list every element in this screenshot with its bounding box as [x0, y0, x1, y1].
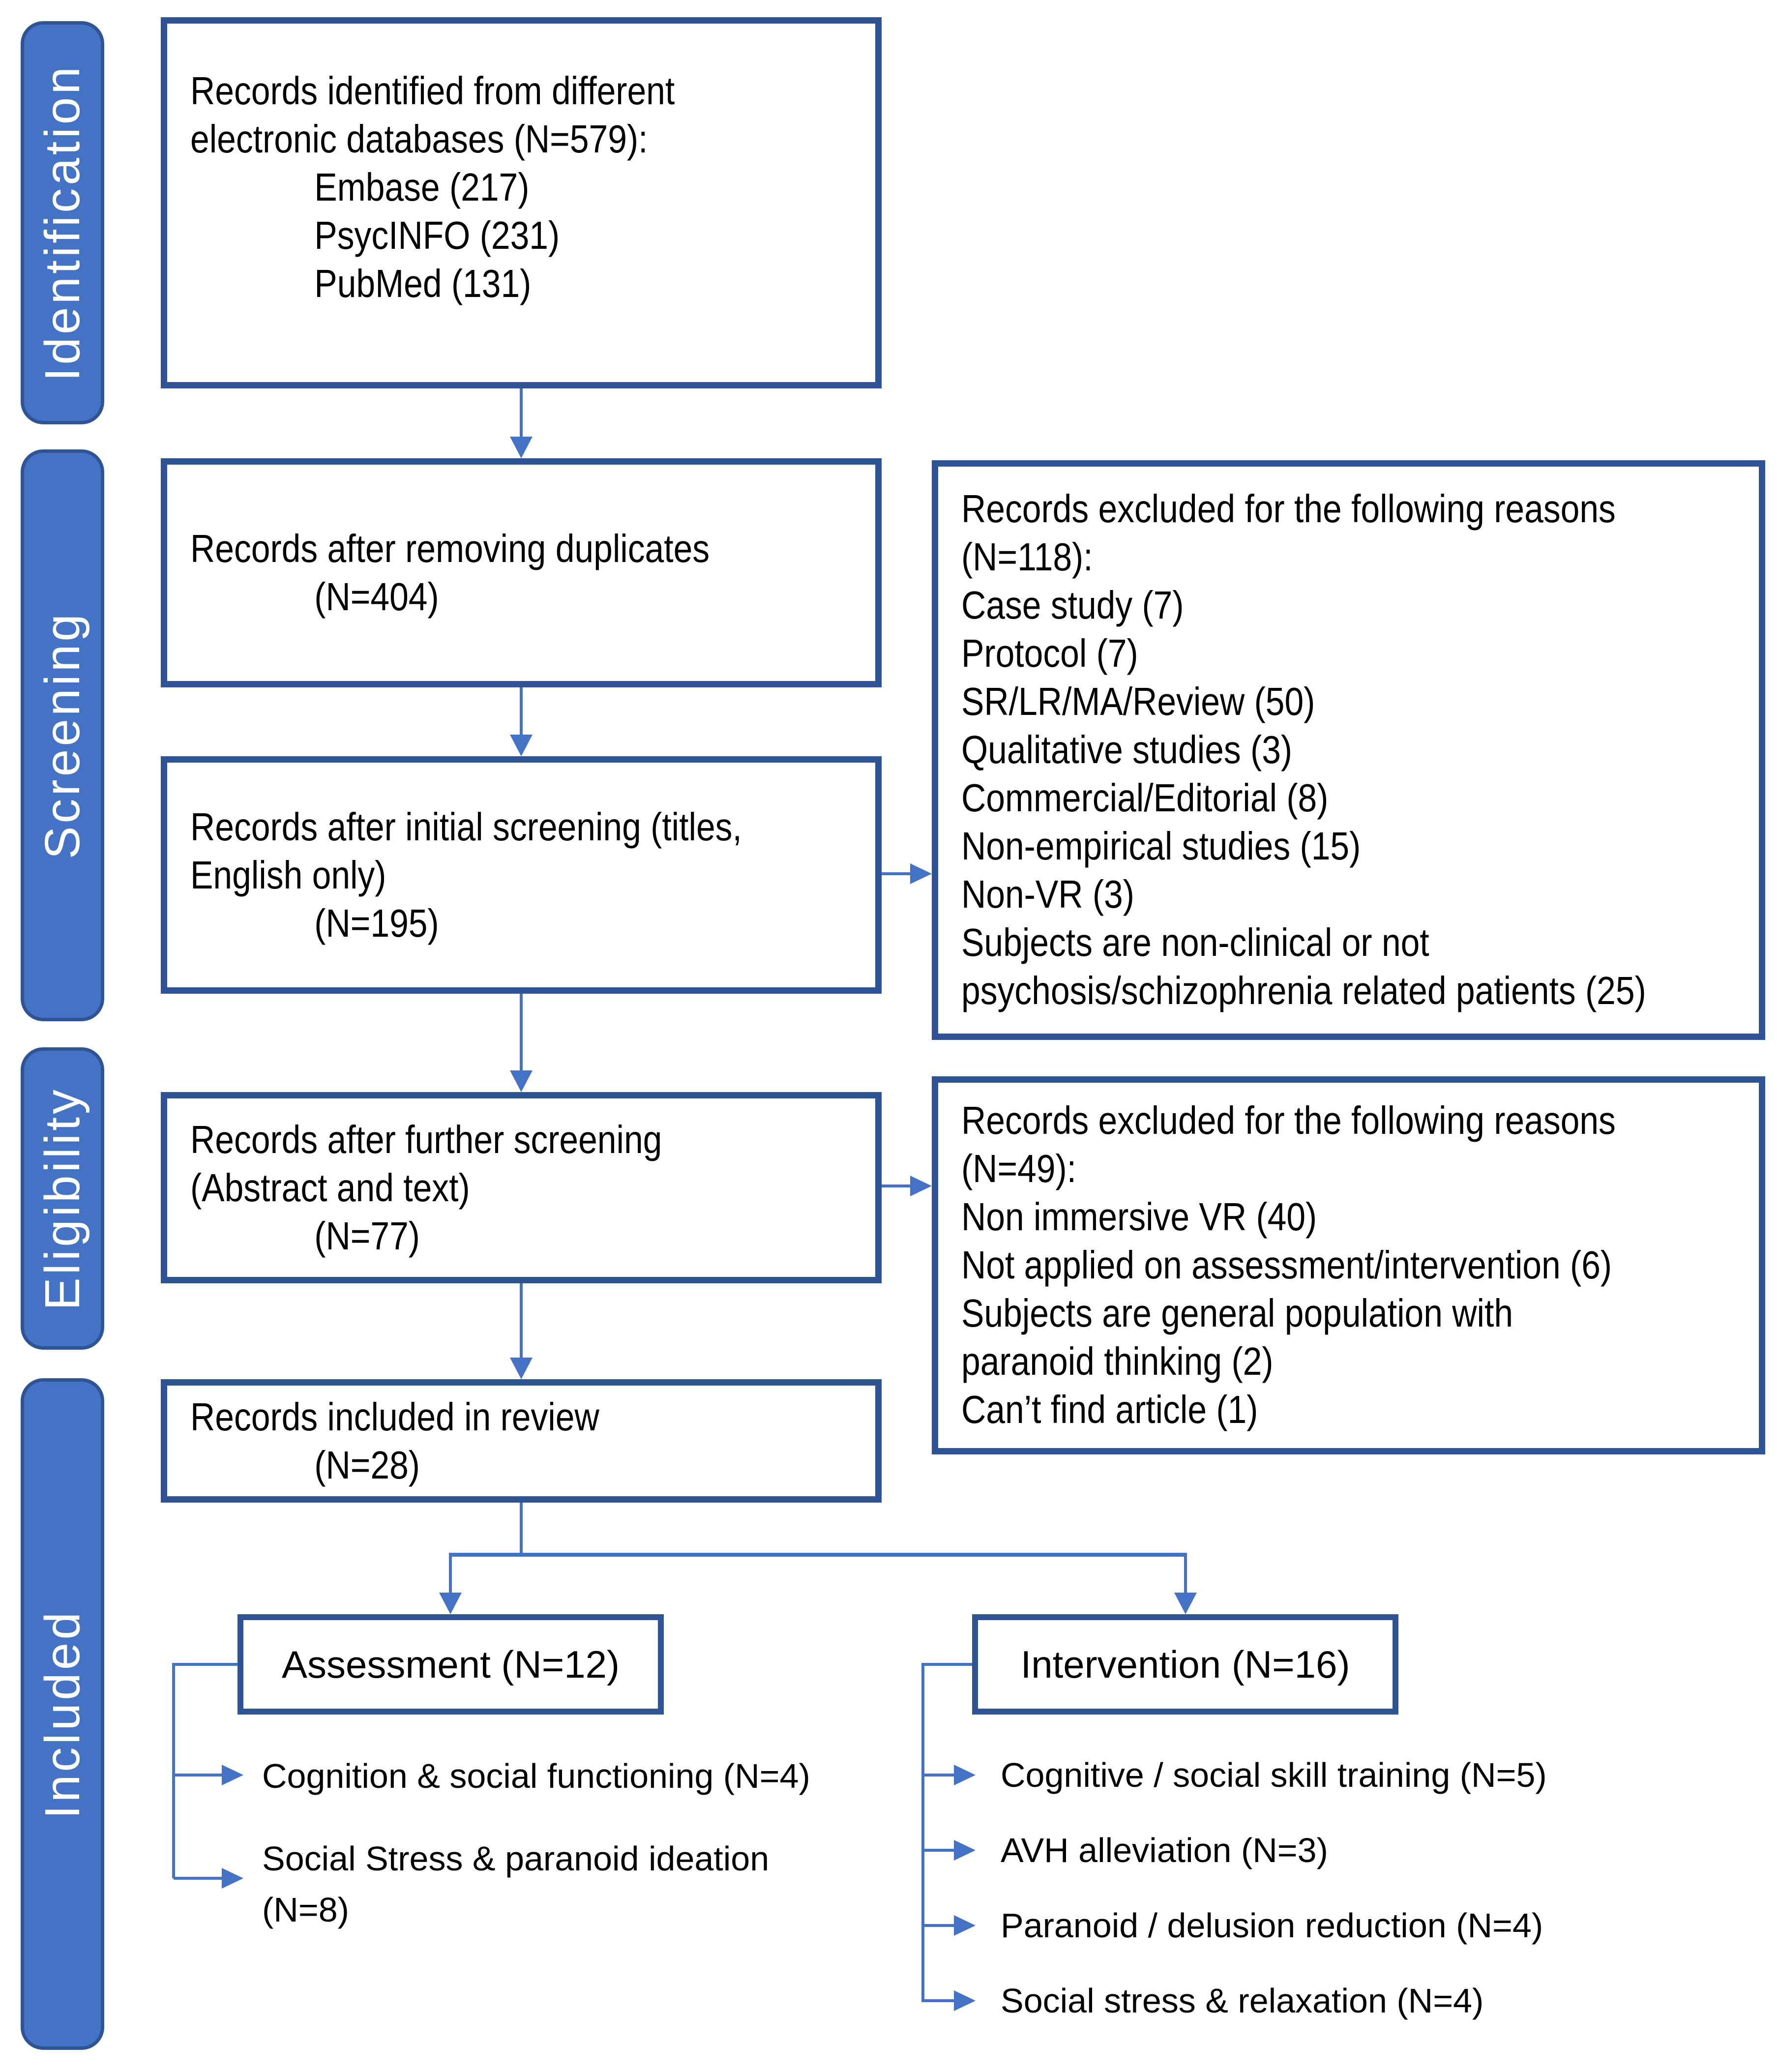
intervention-stub2-line	[923, 1849, 955, 1852]
fork-stem-line	[520, 1503, 523, 1556]
box-intervention-label: Intervention (N=16)	[1020, 1642, 1350, 1686]
intervention-stub4-line	[923, 1999, 955, 2002]
arrow-right-further-excluded-icon	[910, 1176, 932, 1196]
box-assessment: Assessment (N=12)	[237, 1614, 664, 1715]
intervention-bracket-vertical-line	[921, 1663, 924, 2002]
arrow-down-assessment-icon	[439, 1593, 462, 1614]
connector-further-excluded-line	[882, 1184, 912, 1187]
arrow-down-intervention-icon	[1174, 1593, 1197, 1614]
box-records-identified: Records identified from different electr…	[161, 17, 882, 388]
arrow-right-intervention-item1-icon	[954, 1765, 976, 1785]
assessment-bracket-top-line	[174, 1663, 237, 1666]
connector-further-included-line	[520, 1283, 523, 1360]
fork-right-drop-line	[1184, 1556, 1187, 1595]
intervention-item-cognitive-training: Cognitive / social skill training (N=5)	[1001, 1756, 1547, 1794]
stage-screening: Screening	[21, 449, 104, 1021]
connector-initial-further-line	[520, 994, 523, 1072]
box-excluded-screening-text: Records excluded for the following reaso…	[961, 487, 1646, 1012]
assessment-stub2-line	[174, 1877, 223, 1880]
arrow-down-initial-further-icon	[510, 1070, 533, 1092]
stage-screening-label: Screening	[34, 611, 90, 859]
assessment-bracket-vertical-line	[172, 1663, 175, 1878]
arrow-down-further-included-icon	[510, 1358, 533, 1379]
box-after-duplicates: Records after removing duplicates (N=404…	[161, 458, 882, 687]
box-records-identified-text: Records identified from different electr…	[190, 69, 675, 305]
stage-eligibility: Eligibility	[21, 1047, 104, 1350]
arrow-right-initial-excluded-icon	[910, 863, 932, 884]
intervention-stub3-line	[923, 1924, 955, 1927]
stage-included: Included	[21, 1378, 104, 2050]
fork-left-drop-line	[449, 1556, 452, 1595]
box-initial-screening-text: Records after initial screening (titles,…	[190, 804, 742, 945]
arrow-right-intervention-item3-icon	[954, 1915, 976, 1936]
assessment-item-cognition: Cognition & social functioning (N=4)	[262, 1757, 810, 1795]
box-further-screening-text: Records after further screening (Abstrac…	[190, 1117, 662, 1258]
box-included-review: Records included in review (N=28)	[161, 1379, 882, 1503]
arrow-right-assessment-item1-icon	[222, 1765, 243, 1785]
stage-included-label: Included	[34, 1609, 90, 1819]
intervention-item-social-stress: Social stress & relaxation (N=4)	[1001, 1982, 1484, 2020]
intervention-bracket-top-line	[923, 1663, 972, 1666]
arrow-down-identified-duplicates-icon	[510, 437, 533, 458]
stage-identification: Identification	[21, 21, 104, 424]
arrow-right-assessment-item2-icon	[222, 1868, 243, 1889]
box-after-duplicates-text: Records after removing duplicates (N=404…	[190, 527, 710, 619]
box-included-review-text: Records included in review (N=28)	[190, 1394, 599, 1487]
assessment-stub1-line	[174, 1774, 223, 1776]
box-excluded-eligibility: Records excluded for the following reaso…	[932, 1076, 1765, 1454]
box-intervention: Intervention (N=16)	[972, 1614, 1398, 1715]
connector-duplicates-initial-line	[520, 687, 523, 737]
connector-initial-excluded-line	[882, 872, 912, 875]
arrow-right-intervention-item2-icon	[954, 1840, 976, 1861]
box-further-screening: Records after further screening (Abstrac…	[161, 1092, 882, 1283]
fork-horizontal-line	[449, 1553, 1187, 1557]
stage-identification-label: Identification	[34, 64, 90, 382]
stage-eligibility-label: Eligibility	[34, 1086, 90, 1310]
box-initial-screening: Records after initial screening (titles,…	[161, 756, 882, 994]
box-assessment-label: Assessment (N=12)	[281, 1642, 620, 1686]
intervention-item-avh: AVH alleviation (N=3)	[1001, 1831, 1328, 1869]
connector-identified-duplicates-line	[520, 388, 523, 439]
arrow-right-intervention-item4-icon	[954, 1990, 976, 2011]
intervention-item-paranoid: Paranoid / delusion reduction (N=4)	[1001, 1906, 1543, 1945]
arrow-down-duplicates-initial-icon	[510, 735, 533, 756]
box-excluded-screening: Records excluded for the following reaso…	[932, 460, 1765, 1040]
box-excluded-eligibility-text: Records excluded for the following reaso…	[961, 1098, 1616, 1431]
assessment-item-social-stress: Social Stress & paranoid ideation (N=8)	[262, 1839, 770, 1929]
intervention-stub1-line	[923, 1774, 955, 1776]
